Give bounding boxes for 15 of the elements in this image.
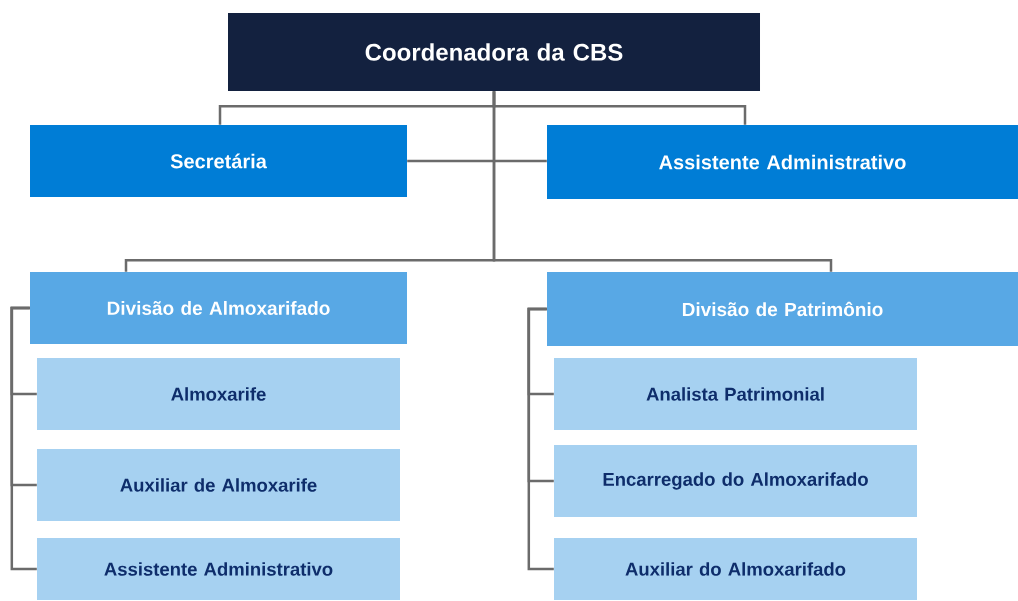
role-box: Auxiliar do Almoxarifado bbox=[554, 538, 917, 600]
role-box: Analista Patrimonial bbox=[554, 358, 917, 430]
role-box: Secretária bbox=[30, 125, 407, 197]
title-box: Coordenadora da CBS bbox=[228, 13, 760, 91]
role-box: Assistente Administrativo bbox=[37, 538, 400, 600]
role-box: Assistente Administrativo bbox=[547, 125, 1018, 199]
role-box: Almoxarife bbox=[37, 358, 400, 430]
connector-line bbox=[527, 307, 554, 571]
connector-line bbox=[10, 306, 37, 571]
division-box: Divisão de Almoxarifado bbox=[30, 272, 407, 344]
role-box: Auxiliar de Almoxarife bbox=[37, 449, 400, 521]
role-box: Encarregado do Almoxarifado bbox=[554, 445, 917, 517]
division-box: Divisão de Patrimônio bbox=[547, 272, 1018, 346]
connector-line bbox=[407, 159, 547, 163]
connector-line bbox=[492, 91, 833, 272]
